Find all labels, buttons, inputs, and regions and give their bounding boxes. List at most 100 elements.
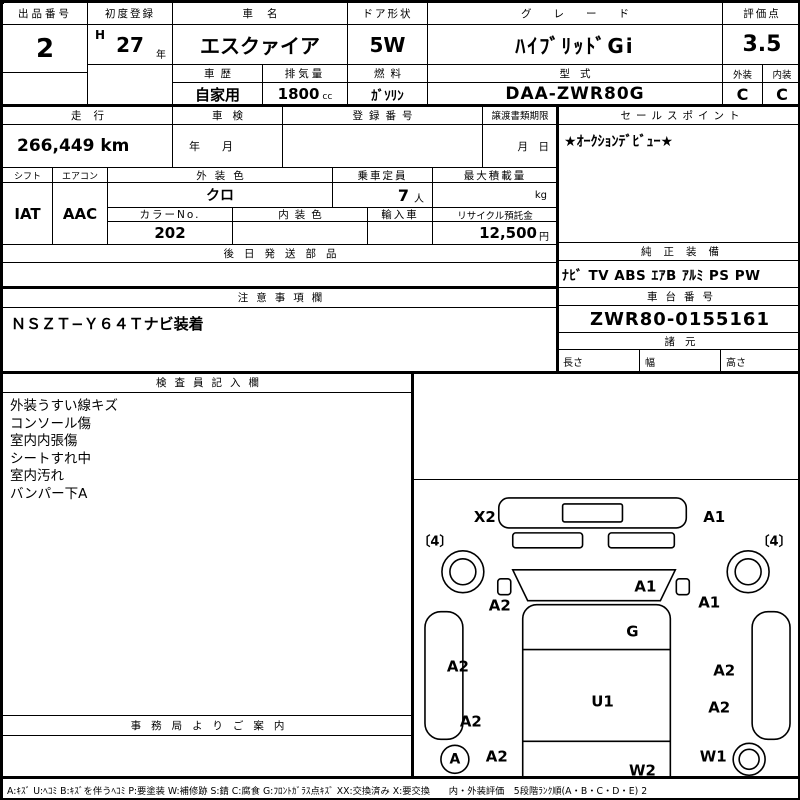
color-no-label: カラーNo. xyxy=(107,207,233,222)
shift-label: シフト xyxy=(2,167,53,183)
door-shape-label-text: ドア形状 xyxy=(362,8,413,20)
int-color-label: 内装色 xyxy=(232,207,368,222)
separator-diagram xyxy=(411,372,414,778)
inspector-note-line: シートすれ中 xyxy=(10,450,91,467)
capacity-label: 乗車定員 xyxy=(332,167,433,183)
history-text: 自家用 xyxy=(194,85,240,104)
year-unit-text: 年 xyxy=(156,50,166,61)
chassis-no-label: 車台番号 xyxy=(557,287,798,306)
damage-marker: G xyxy=(626,623,638,641)
mileage-label-text: 走行 xyxy=(71,109,116,122)
aircon-label-text: エアコン xyxy=(61,171,98,182)
car-outline xyxy=(424,497,791,798)
interior-score-text: C xyxy=(776,84,788,104)
capacity-text: 7 xyxy=(397,185,409,205)
max-load-value: kg xyxy=(432,182,558,208)
inspector-notes: 外装うすい線キズ コンソール傷 室内内張傷 シートすれ中 室内汚れ バンパー下A xyxy=(2,392,413,716)
exterior-label: 外装 xyxy=(722,64,763,83)
legend-text: A:ｷｽﾞ U:ﾍｺﾐ B:ｷｽﾞを伴うﾍｺﾐ P:要塗装 W:補修跡 S:錆 … xyxy=(7,786,648,797)
transfer-deadline-value: 月 日 xyxy=(482,124,558,168)
damage-marker: W1 xyxy=(700,747,727,765)
displacement-label: 排気量 xyxy=(262,64,348,83)
exterior-score-text: C xyxy=(736,84,749,104)
equipment-text: ﾅﾋﾞ TV ABS ｴｱB ｱﾙﾐ PS PW xyxy=(562,268,761,284)
damage-marker: W2 xyxy=(629,761,656,779)
car-damage-diagram: X2A1〔4〕〔4〕A2A1A1GA2U1A2A2A2AA2W1W2A1〔2〕〔… xyxy=(412,479,798,798)
capacity-value: 7 人 xyxy=(332,182,433,208)
mileage-value: 266,449 km xyxy=(2,124,173,168)
inspector-note-line: 室内汚れ xyxy=(10,468,64,485)
damage-marker: A1 xyxy=(634,578,656,596)
exhibit-no-text: 2 xyxy=(35,33,55,64)
car-diagram-svg: X2A1〔4〕〔4〕A2A1A1GA2U1A2A2A2AA2W1W2A1〔2〕〔… xyxy=(413,497,792,798)
spec-width-label-text: 幅 xyxy=(645,357,655,369)
score-label-text: 評価点 xyxy=(743,8,781,20)
exterior-label-text: 外装 xyxy=(732,69,752,81)
damage-marker: A xyxy=(449,751,460,767)
registration-no-label: 登録番号 xyxy=(282,105,483,125)
office-info-label-text: 事務局よりご案内 xyxy=(130,720,295,732)
aircon-text: AAC xyxy=(62,204,98,223)
inspection-hint-text: 年 月 xyxy=(189,140,233,153)
recycle-unit-text: 円 xyxy=(539,231,549,243)
damage-marker: A2 xyxy=(460,712,482,730)
model-label-text: 型式 xyxy=(559,68,601,80)
car-name-text: エスクァイア xyxy=(200,34,320,58)
car-name-label: 車名 xyxy=(172,2,348,25)
damage-marker: X2 xyxy=(474,508,496,526)
later-parts-label: 後日発送部品 xyxy=(2,244,558,263)
sales-point-value: ★ｵｰｸｼｮﾝﾃﾞﾋﾞｭｰ★ xyxy=(557,124,798,243)
mileage-text: 266,449 km xyxy=(17,136,130,156)
separator-caution xyxy=(2,286,558,289)
first-reg-year-cell: H 27 年 xyxy=(87,24,173,65)
ext-color-label: 外装色 xyxy=(107,167,333,183)
color-no-text: 202 xyxy=(154,224,186,242)
chassis-no-value: ZWR80-0155161 xyxy=(557,305,798,333)
color-no-value: 202 xyxy=(107,221,233,245)
specs-label-text: 諸元 xyxy=(664,335,706,348)
damage-marker: A2 xyxy=(447,658,469,676)
max-load-label-text: 最大積載量 xyxy=(463,169,527,182)
inspection-label: 車検 xyxy=(172,105,283,125)
fuel-label: 燃料 xyxy=(347,64,428,83)
spec-height-label-text: 高さ xyxy=(726,357,746,369)
office-info-value xyxy=(2,735,413,778)
int-color-label-text: 内装色 xyxy=(278,209,328,221)
damage-marker: U1 xyxy=(591,692,614,710)
interior-label-text: 内装 xyxy=(772,69,792,81)
car-name-value: エスクァイア xyxy=(172,24,348,65)
displacement-unit-text: cc xyxy=(322,91,333,102)
door-shape-text: 5W xyxy=(369,32,406,57)
transfer-hint-text: 月 日 xyxy=(517,140,550,153)
caution-text: ＮＳＺＴ−Ｙ６４Ｔナビ装着 xyxy=(11,315,204,333)
later-parts-value xyxy=(2,262,558,288)
inspector-note-line: コンソール傷 xyxy=(10,415,91,432)
ext-color-label-text: 外装色 xyxy=(196,169,252,182)
registration-no-label-text: 登録番号 xyxy=(352,109,419,122)
exhibit-no-label: 出品番号 xyxy=(2,2,88,25)
fuel-text: ｶﾞｿﾘﾝ xyxy=(371,88,404,104)
displacement-label-text: 排気量 xyxy=(284,68,326,80)
damage-marker: A2 xyxy=(713,662,735,680)
separator-row1 xyxy=(2,104,798,107)
ext-color-value: クロ xyxy=(107,182,333,208)
inspector-label-text: 検査員記入欄 xyxy=(156,377,267,389)
model-value: DAA-ZWR80G xyxy=(427,82,723,106)
damage-marker: A1 xyxy=(703,508,725,526)
sales-point-text: ★ｵｰｸｼｮﾝﾃﾞﾋﾞｭｰ★ xyxy=(564,134,674,150)
transfer-deadline-label: 譲渡書類期限 xyxy=(482,105,558,125)
inspection-value: 年 月 xyxy=(172,124,283,168)
car-name-label-text: 車名 xyxy=(242,8,292,20)
shift-text: IAT xyxy=(14,204,41,223)
specs-label: 諸元 xyxy=(557,332,798,350)
separator-inspector xyxy=(2,371,798,374)
exhibit-no-label-text: 出品番号 xyxy=(18,8,72,20)
inspector-note-line: バンパー下A xyxy=(10,485,88,502)
history-label-text: 車歴 xyxy=(204,68,237,80)
max-load-label: 最大積載量 xyxy=(432,167,558,183)
damage-marker: 〔4〕 xyxy=(757,533,792,549)
shift-label-text: シフト xyxy=(13,171,41,182)
color-no-label-text: カラーNo. xyxy=(139,209,201,221)
caution-label-text: 注意事項欄 xyxy=(237,292,331,304)
exhibit-no-value: 2 xyxy=(2,24,88,73)
